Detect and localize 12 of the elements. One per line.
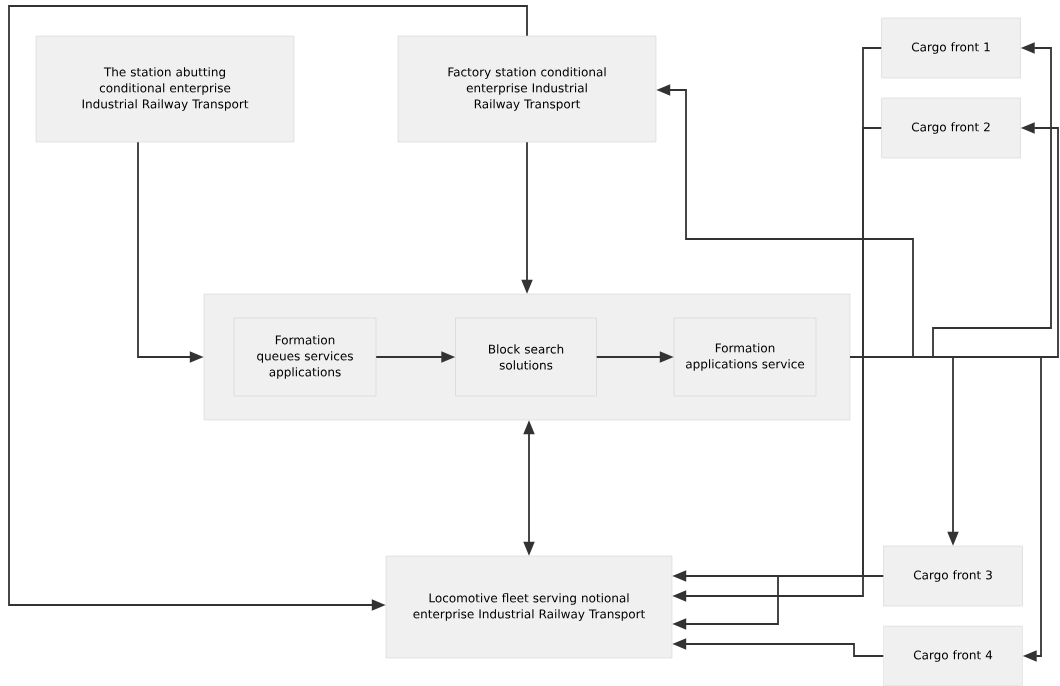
inner-box: Formation queues services applications bbox=[233, 317, 377, 397]
inner-box: Block search solutions bbox=[455, 317, 597, 397]
process-box: Cargo front 1 bbox=[881, 17, 1021, 79]
inner-box: Formation applications service bbox=[673, 317, 817, 397]
process-box: Cargo front 2 bbox=[881, 97, 1021, 159]
process-box: Cargo front 4 bbox=[883, 625, 1023, 686]
arrow bbox=[8, 5, 528, 611]
process-box: Locomotive fleet serving notional enterprise Industrial Railway Transport bbox=[385, 555, 673, 659]
process-box: Cargo front 3 bbox=[883, 545, 1023, 607]
process-box: The station abutting conditional enterprise Industrial Railway Transport bbox=[35, 35, 295, 143]
arrow bbox=[849, 356, 1042, 662]
process-box: Factory station conditional enterprise Industrial Railway Transport bbox=[397, 35, 657, 143]
